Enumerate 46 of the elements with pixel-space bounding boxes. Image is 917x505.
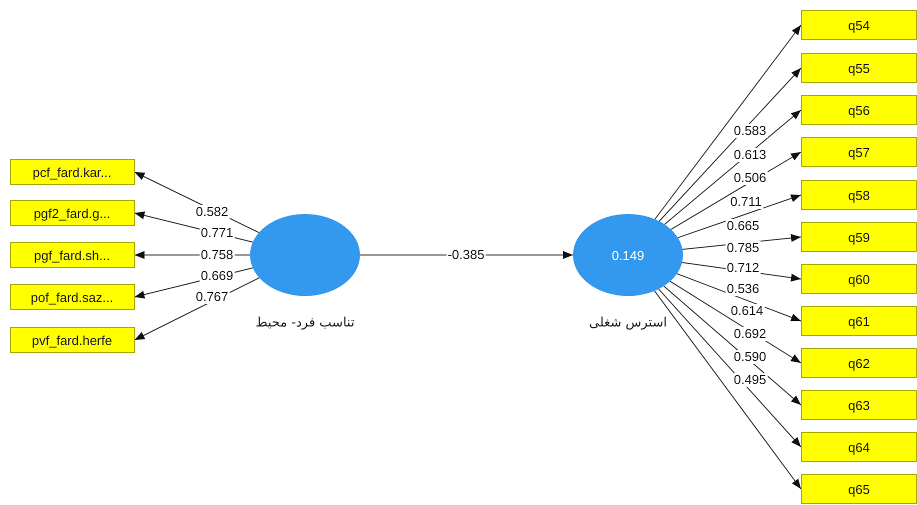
indicator-box: pof_fard.saz... [10, 284, 134, 310]
indicator-box: q55 [801, 53, 917, 83]
arrow [658, 288, 802, 448]
edge-label: 0.711 [729, 195, 763, 209]
edge-label: 0.785 [726, 241, 760, 255]
arrow [664, 110, 802, 225]
edge-label: 0.614 [730, 304, 764, 318]
edge-label: 0.712 [726, 261, 760, 275]
arrow [676, 273, 802, 322]
arrow [658, 68, 802, 222]
arrow [663, 286, 802, 406]
arrow [654, 24, 802, 220]
indicator-box: q58 [801, 180, 917, 210]
edge-label: 0.590 [732, 350, 768, 364]
edge-label: 0.536 [726, 282, 760, 296]
edge-label: 0.665 [726, 219, 760, 233]
edge-label: 0.582 [194, 205, 230, 219]
edge-label: 0.669 [200, 269, 234, 283]
indicator-box: q57 [801, 137, 917, 167]
construct-label: تناسب فرد- محیط [256, 316, 354, 330]
edge-label: 0.771 [200, 226, 234, 240]
edge-label: 0.758 [200, 248, 234, 262]
indicator-box: q63 [801, 390, 917, 420]
construct-label: استرس شغلی [589, 316, 667, 330]
indicator-box: q62 [801, 348, 917, 378]
edge-label: 0.692 [732, 327, 768, 341]
indicator-box: q64 [801, 432, 917, 462]
arrow [677, 194, 802, 238]
edge-label: 0.495 [732, 373, 768, 387]
edge-label: 0.583 [732, 124, 768, 138]
latent-variable-circle: 0.149 [573, 214, 683, 296]
arrow [654, 290, 802, 490]
edge-label: 0.506 [732, 171, 768, 185]
indicator-box: q54 [801, 10, 917, 40]
indicator-box: pcf_fard.kar... [10, 159, 134, 185]
indicator-box: pgf2_fard.g... [10, 200, 134, 226]
indicator-box: pgf_fard.sh... [10, 242, 134, 268]
indicator-box: pvf_fard.herfe [10, 327, 134, 353]
indicator-box: q60 [801, 264, 917, 294]
edge-label: 0.613 [732, 148, 768, 162]
indicator-box: q65 [801, 474, 917, 504]
edge-label: 0.767 [194, 290, 230, 304]
edge-label: -0.385 [446, 248, 486, 262]
indicator-box: q59 [801, 222, 917, 252]
indicator-box: q56 [801, 95, 917, 125]
indicator-box: q61 [801, 306, 917, 336]
